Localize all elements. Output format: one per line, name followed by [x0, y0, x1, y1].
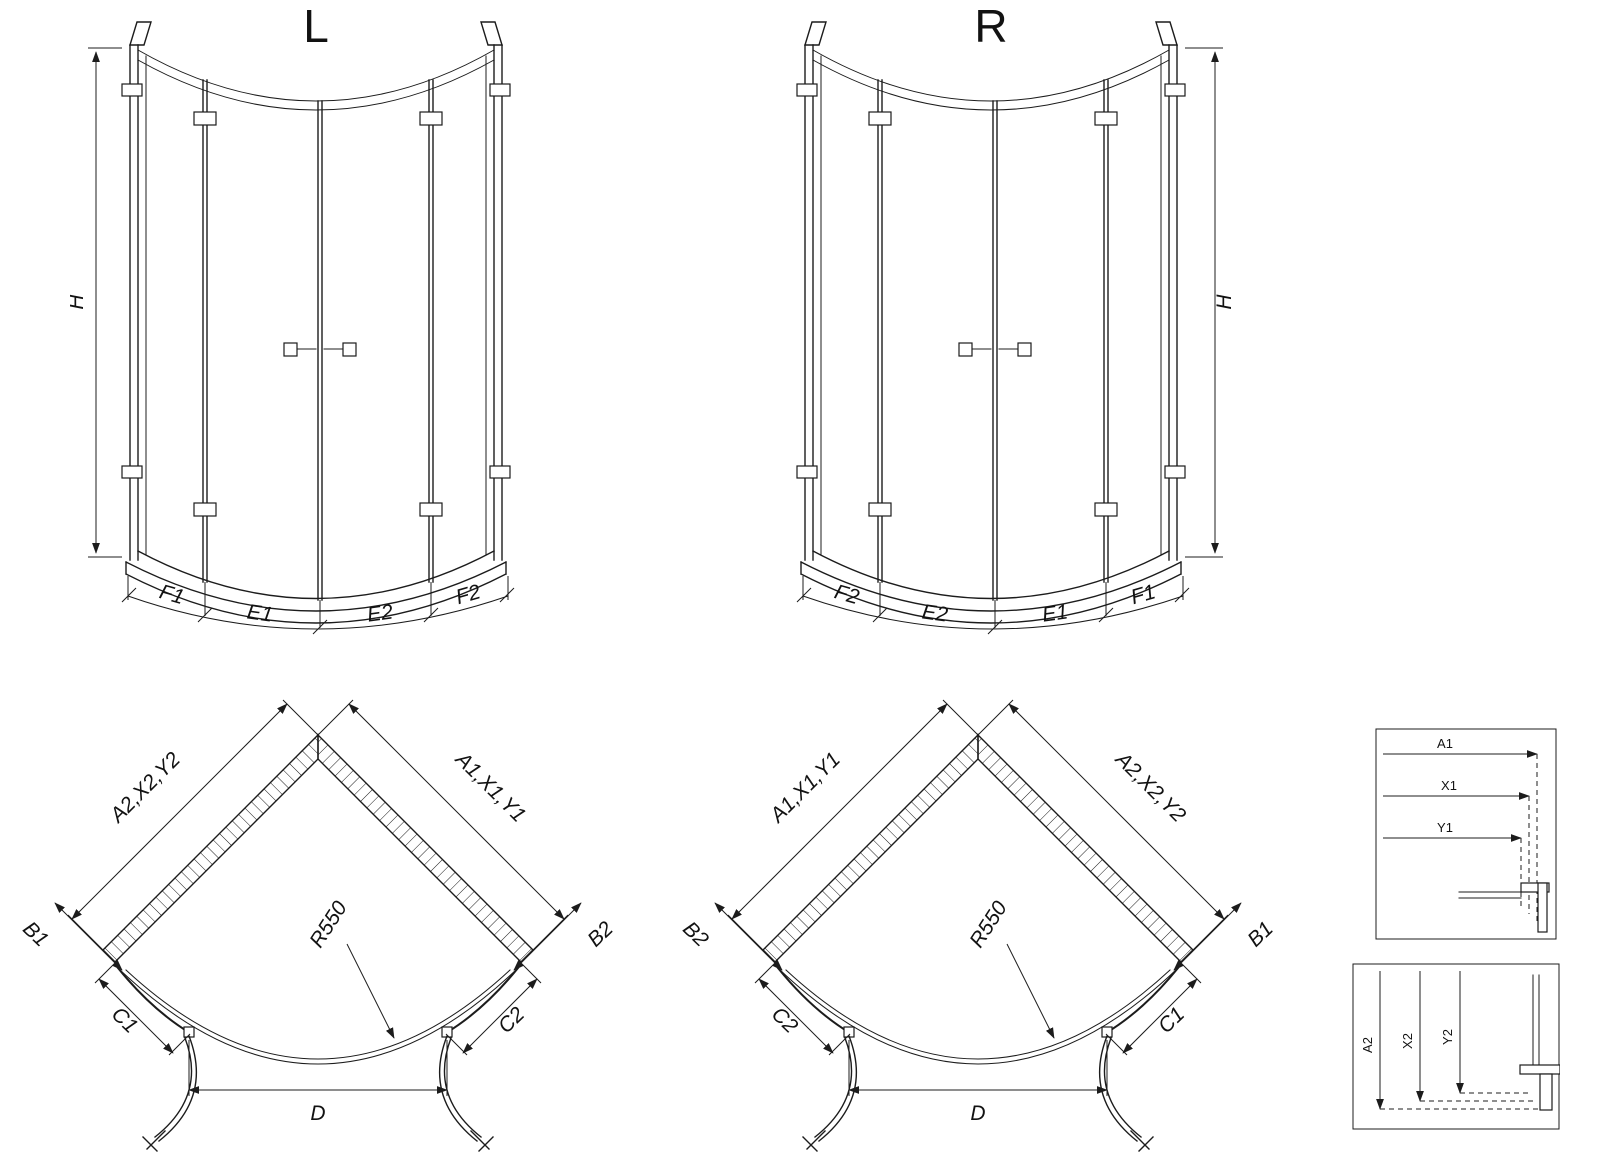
- dim-label-y2: Y2: [1440, 1029, 1455, 1045]
- outer-left-label: B2: [678, 917, 713, 952]
- wall-profile-section: [1519, 974, 1560, 1111]
- door-handles: [958, 342, 1032, 357]
- width-label: D: [310, 1102, 325, 1125]
- radius-label: R550: [305, 897, 352, 952]
- shower-front-outline: [800, 21, 1182, 624]
- door-hinges: [121, 83, 511, 517]
- outer-left-label: B1: [18, 917, 52, 951]
- dim-label-a1: A1: [1437, 736, 1453, 751]
- outer-right-label: B2: [583, 917, 618, 952]
- fixed-glass-panels: [116, 966, 520, 1038]
- detail-dimensions: A1 X1 Y1: [1383, 736, 1538, 922]
- dim-label-y1: Y1: [1437, 820, 1453, 835]
- detail-frame: [1375, 728, 1557, 940]
- height-dimension: H: [1185, 47, 1236, 558]
- plan-dimensions: A1,X1,Y1 A2,X2,Y2 B2 C2 B1 C1 R550 D: [678, 699, 1278, 1125]
- inner-right-label: C2: [494, 1003, 530, 1038]
- height-dimension: H: [70, 47, 122, 558]
- dim-label-a2: A2: [1360, 1037, 1375, 1053]
- front-elevation-right: R H: [796, 0, 1236, 635]
- inner-left-label: C2: [767, 1003, 803, 1038]
- outer-right-label: B1: [1243, 917, 1277, 951]
- open-doors: [802, 1035, 1154, 1152]
- segment-label-2: E1: [246, 600, 275, 626]
- shower-tray-arc: [777, 967, 1179, 1065]
- inner-left-label: C1: [107, 1003, 142, 1038]
- variant-title-right: R: [974, 0, 1007, 52]
- segment-label-3: E1: [1041, 600, 1070, 626]
- dim-label-x1: X1: [1441, 778, 1457, 793]
- height-label: H: [1213, 294, 1236, 310]
- wall-profile-section: [1458, 882, 1550, 933]
- variant-title-left: L: [303, 0, 329, 52]
- detail-drawing-top: A1 X1 Y1: [1375, 728, 1557, 940]
- segment-label-3: E2: [366, 600, 395, 626]
- height-label: H: [70, 294, 88, 310]
- dim-label-x2: X2: [1400, 1033, 1415, 1049]
- door-handles: [283, 342, 357, 357]
- segment-label-1: F2: [832, 580, 862, 609]
- plan-dimensions: A2,X2,Y2 A1,X1,Y1 B1 C1 B2 C2 R550 D: [18, 699, 618, 1125]
- plan-view-left: A2,X2,Y2 A1,X1,Y1 B1 C1 B2 C2 R550 D: [18, 699, 618, 1152]
- wall-right-label: A1,X1,Y1: [450, 746, 530, 826]
- width-label: D: [970, 1102, 985, 1125]
- open-doors: [142, 1035, 494, 1152]
- segment-label-2: E2: [921, 600, 950, 626]
- shower-tray-arc: [117, 967, 519, 1065]
- door-hinges: [796, 83, 1186, 517]
- detail-frame: [1352, 963, 1560, 1130]
- detail-drawing-bottom: A2 X2 Y2: [1352, 963, 1560, 1130]
- bottom-dimensions: F2 E2 E1 F1: [796, 576, 1190, 635]
- radius-label: R550: [965, 897, 1012, 952]
- plan-view-right: A1,X1,Y1 A2,X2,Y2 B2 C2 B1 C1 R550 D: [678, 699, 1278, 1152]
- front-elevation-left: L H: [70, 0, 515, 635]
- inner-right-label: C1: [1154, 1003, 1189, 1038]
- wall-left-label: A2,X2,Y2: [104, 748, 185, 829]
- wall-right-label: A2,X2,Y2: [1110, 746, 1191, 827]
- segment-label-1: F1: [157, 580, 187, 609]
- shower-front-outline: [125, 21, 507, 624]
- detail-dimensions: A2 X2 Y2: [1360, 971, 1542, 1110]
- fixed-glass-panels: [776, 966, 1180, 1038]
- wall-left-label: A1,X1,Y1: [764, 748, 844, 828]
